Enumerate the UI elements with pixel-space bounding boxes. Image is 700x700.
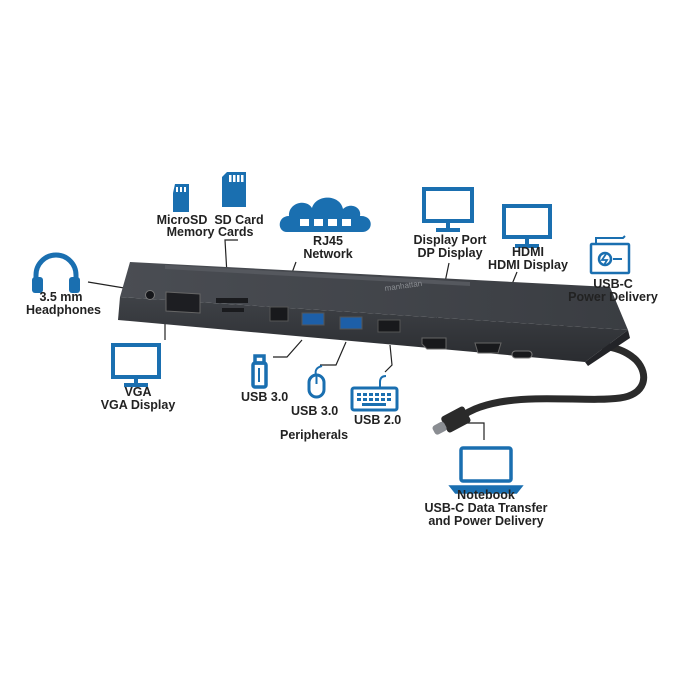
label-peripherals: Peripherals — [280, 429, 348, 442]
usb-stick-icon — [251, 354, 268, 389]
label-notebook: Notebook USB-C Data Transfer and Power D… — [424, 489, 548, 528]
displayport-monitor-icon — [422, 187, 474, 232]
mouse-icon — [307, 365, 326, 399]
dock-ports — [145, 290, 533, 359]
leader-notebook — [462, 422, 485, 440]
usb2-port — [377, 319, 401, 333]
displayport-port — [421, 337, 447, 350]
label-vga-line2: VGA Display — [100, 398, 176, 412]
label-usbc-pd: USB-C Power Delivery — [566, 278, 660, 304]
sd-card-slot — [216, 298, 248, 303]
label-headphones-line2: Headphones — [26, 303, 102, 317]
hdmi-port — [474, 342, 502, 354]
headphones-icon — [32, 252, 80, 293]
cloud-network-icon — [279, 197, 371, 232]
label-usb30-b: USB 3.0 — [291, 405, 338, 418]
label-usb30-a: USB 3.0 — [241, 391, 288, 404]
label-hdmi: HDMI HDMI Display — [486, 246, 570, 272]
usb-c-plug — [432, 406, 471, 435]
label-usbc-pd-line1: USB-C — [593, 277, 633, 291]
leader-usb-b — [320, 341, 347, 366]
label-sdcard: SD Card — [212, 214, 266, 227]
dock-right-end — [585, 330, 630, 366]
dock-top-surface — [120, 262, 628, 330]
label-memory-cards: Memory Cards — [165, 226, 255, 239]
label-usb20-line1: USB 2.0 — [354, 413, 402, 427]
label-hdmi-line2: HDMI Display — [488, 258, 568, 272]
label-vga-line1: VGA — [124, 385, 152, 399]
usb-c-cable — [458, 341, 648, 420]
usb3-port-2 — [339, 316, 363, 330]
vga-monitor-icon — [111, 343, 161, 387]
microsd-card-icon — [173, 184, 189, 212]
label-usb20: USB 2.0 — [354, 414, 401, 427]
label-usb30-a-line1: USB 3.0 — [241, 390, 289, 404]
dock-raised-panel — [165, 265, 470, 286]
rj45-port — [269, 306, 289, 322]
power-delivery-icon — [589, 235, 631, 275]
label-notebook-line2: USB-C Data Transfer — [424, 501, 548, 515]
docking-station: manhattan — [118, 262, 630, 366]
label-rj45: RJ45 Network — [298, 235, 358, 261]
label-notebook-line3: and Power Delivery — [428, 514, 544, 528]
label-headphones: 3.5 mm Headphones — [26, 290, 102, 317]
label-displayport-line1: Display Port — [413, 233, 487, 247]
label-rj45-line1: RJ45 — [313, 234, 343, 248]
label-headphones-line1: 3.5 mm — [39, 290, 83, 304]
microsd-slot — [222, 308, 244, 312]
label-usb30-b-line1: USB 3.0 — [291, 404, 339, 418]
label-sdcard-line1: SD Card — [214, 213, 264, 227]
label-peripherals-line1: Peripherals — [280, 428, 349, 442]
audio-jack-port — [145, 290, 155, 300]
usb3-port-1 — [301, 312, 325, 326]
notebook-icon — [448, 446, 524, 494]
label-vga: VGA VGA Display — [98, 386, 178, 412]
label-hdmi-line1: HDMI — [512, 245, 544, 259]
usb-c-port — [511, 350, 533, 359]
label-displayport: Display Port DP Display — [410, 234, 490, 260]
sd-card-icon — [222, 172, 246, 207]
label-memory-cards-line1: Memory Cards — [166, 225, 254, 239]
label-microsd-line1: MicroSD — [156, 213, 208, 227]
label-notebook-line1: Notebook — [457, 488, 515, 502]
label-rj45-line2: Network — [303, 247, 353, 261]
label-usbc-pd-line2: Power Delivery — [568, 290, 658, 304]
label-displayport-line2: DP Display — [417, 246, 483, 260]
leader-usb2 — [384, 344, 393, 373]
hdmi-monitor-icon — [502, 204, 552, 248]
leader-usb-a — [273, 339, 303, 358]
vga-port — [165, 291, 201, 314]
keyboard-icon — [350, 375, 399, 412]
label-microsd: MicroSD — [154, 214, 210, 227]
